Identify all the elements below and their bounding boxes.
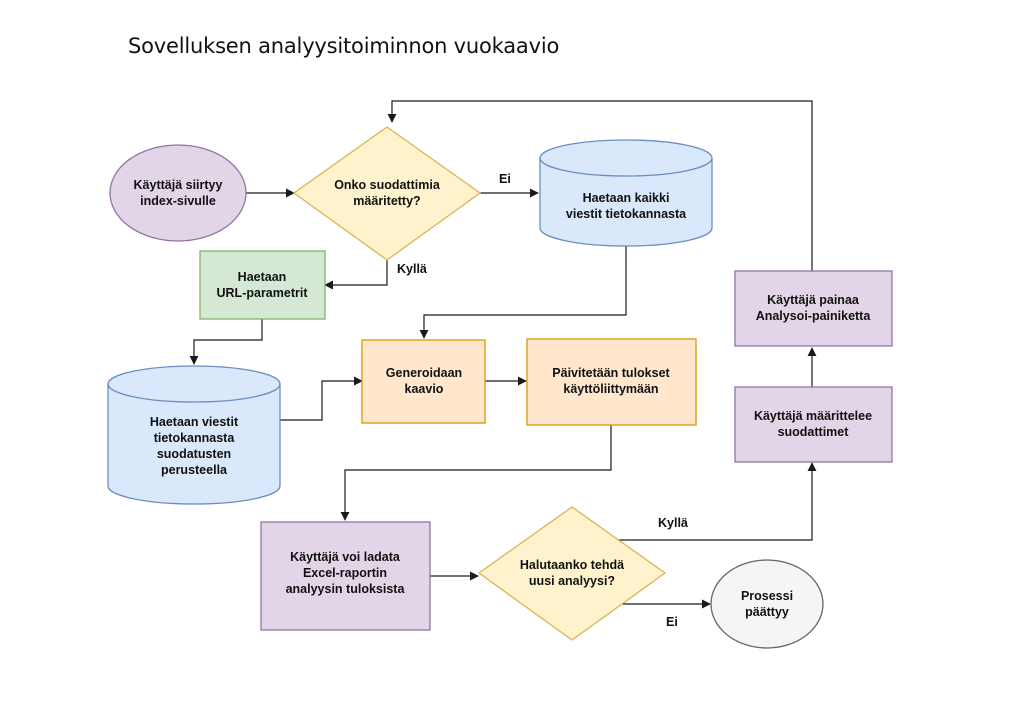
edge-label-filters-yes: Kyllä	[397, 262, 427, 276]
filtered-line2: tietokannasta	[154, 431, 236, 445]
fetch-all-line2: viestit tietokannasta	[566, 207, 687, 221]
url-params-line2: URL-parametrit	[217, 286, 309, 300]
new-analysis-decision: Halutaanko tehdä uusi analyysi?	[477, 506, 667, 641]
edge-filtered-to-generate	[280, 376, 363, 421]
end-line1: Prosessi	[741, 589, 793, 603]
press-analyze-process: Käyttäjä painaa Analysoi-painiketta	[734, 270, 893, 347]
press-line2: Analysoi-painiketta	[756, 309, 872, 323]
edge-decision-to-url-params	[324, 260, 388, 290]
update-line2: käyttöliittymään	[563, 382, 658, 396]
define-line2: suodattimet	[778, 425, 850, 439]
filters-decision-line2: määritetty?	[353, 194, 420, 208]
generate-line1: Generoidaan	[386, 366, 462, 380]
fetch-all-database: Haetaan kaikki viestit tietokannasta	[539, 139, 713, 247]
generate-chart-process: Generoidaan kaavio	[361, 339, 486, 424]
analysis-decision-line1: Halutaanko tehdä	[520, 558, 624, 572]
filtered-line1: Haetaan viestit	[150, 415, 239, 429]
filtered-line3: suodatusten	[157, 447, 231, 461]
start-node: Käyttäjä siirtyy index-sivulle	[109, 144, 247, 242]
edge-update-to-download	[340, 425, 612, 521]
edge-label-analysis-no: Ei	[666, 615, 678, 629]
fetch-filtered-database: Haetaan viestit tietokannasta suodatuste…	[107, 365, 281, 505]
press-line1: Käyttäjä painaa	[767, 293, 860, 307]
connectors	[189, 100, 817, 609]
generate-line2: kaavio	[405, 382, 444, 396]
edge-decision-yes-to-define	[619, 462, 817, 541]
start-label-line2: index-sivulle	[140, 194, 216, 208]
filters-decision-line1: Onko suodattimia	[334, 178, 441, 192]
edge-url-params-to-filtered	[189, 319, 263, 365]
edge-press-to-decision	[387, 100, 813, 271]
edge-fetch-all-to-generate	[419, 246, 627, 339]
download-excel-process: Käyttäjä voi ladata Excel-raportin analy…	[260, 521, 431, 631]
download-line2: Excel-raportin	[303, 566, 387, 580]
analysis-decision-line2: uusi analyysi?	[529, 574, 615, 588]
edge-labels: Ei Kyllä Kyllä Ei	[397, 172, 688, 629]
url-params-line1: Haetaan	[238, 270, 287, 284]
end-line2: päättyy	[745, 605, 789, 619]
edge-label-filters-no: Ei	[499, 172, 511, 186]
filtered-line4: perusteella	[161, 463, 228, 477]
page-title: Sovelluksen analyysitoiminnon vuokaavio	[128, 34, 560, 58]
update-ui-process: Päivitetään tulokset käyttöliittymään	[526, 338, 697, 426]
define-filters-process: Käyttäjä määrittelee suodattimet	[734, 386, 893, 463]
define-line1: Käyttäjä määrittelee	[754, 409, 872, 423]
edge-label-analysis-yes: Kyllä	[658, 516, 688, 530]
filters-defined-decision: Onko suodattimia määritetty?	[292, 126, 482, 261]
process-end-node: Prosessi päättyy	[710, 559, 824, 649]
download-line3: analyysin tuloksista	[286, 582, 406, 596]
download-line1: Käyttäjä voi ladata	[290, 550, 401, 564]
update-line1: Päivitetään tulokset	[552, 366, 670, 380]
fetch-url-params-process: Haetaan URL-parametrit	[199, 250, 326, 320]
fetch-all-line1: Haetaan kaikki	[583, 191, 670, 205]
start-label-line1: Käyttäjä siirtyy	[134, 178, 223, 192]
